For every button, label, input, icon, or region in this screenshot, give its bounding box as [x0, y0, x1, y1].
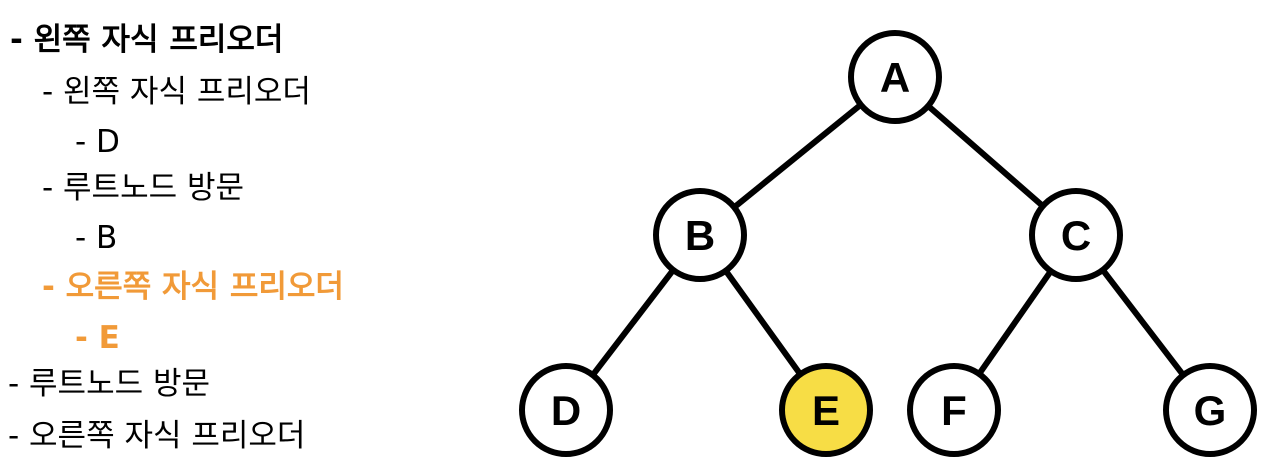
- node-label: D: [551, 387, 581, 434]
- tree-node-f: F: [907, 363, 1001, 457]
- traversal-outline: - 왼쪽 자식 프리오더 - 왼쪽 자식 프리오더 - D - 루트노드 방문 …: [0, 0, 520, 471]
- outline-line-highlighted: - E: [75, 320, 120, 356]
- node-circle: [848, 30, 942, 124]
- node-label: C: [1061, 212, 1091, 259]
- node-circle: [519, 363, 613, 457]
- node-label: F: [941, 387, 967, 434]
- node-label: B: [685, 212, 715, 259]
- tree-node-d: D: [519, 363, 613, 457]
- outline-line: - D: [75, 124, 120, 160]
- tree-node-a: A: [848, 30, 942, 124]
- node-label: A: [880, 54, 910, 101]
- tree-nodes: A B C D E F G: [519, 30, 1257, 457]
- tree-node-g: G: [1163, 363, 1257, 457]
- tree-node-c: C: [1029, 188, 1123, 282]
- outline-line: - 루트노드 방문: [8, 366, 211, 402]
- node-circle: [653, 188, 747, 282]
- outline-line: - 왼쪽 자식 프리오더: [42, 74, 311, 110]
- node-label: E: [812, 387, 840, 434]
- outline-line: - 오른쪽 자식 프리오더: [8, 418, 306, 454]
- node-circle: [1163, 363, 1257, 457]
- tree-node-b: B: [653, 188, 747, 282]
- node-circle: [907, 363, 1001, 457]
- outline-line: - B: [75, 220, 118, 256]
- node-label: G: [1194, 387, 1227, 434]
- outline-line: - 왼쪽 자식 프리오더: [10, 22, 284, 58]
- node-circle: [1029, 188, 1123, 282]
- node-circle: [779, 363, 873, 457]
- tree-node-e: E: [779, 363, 873, 457]
- outline-line: - 루트노드 방문: [42, 170, 245, 206]
- outline-line-highlighted: - 오른쪽 자식 프리오더: [42, 269, 344, 305]
